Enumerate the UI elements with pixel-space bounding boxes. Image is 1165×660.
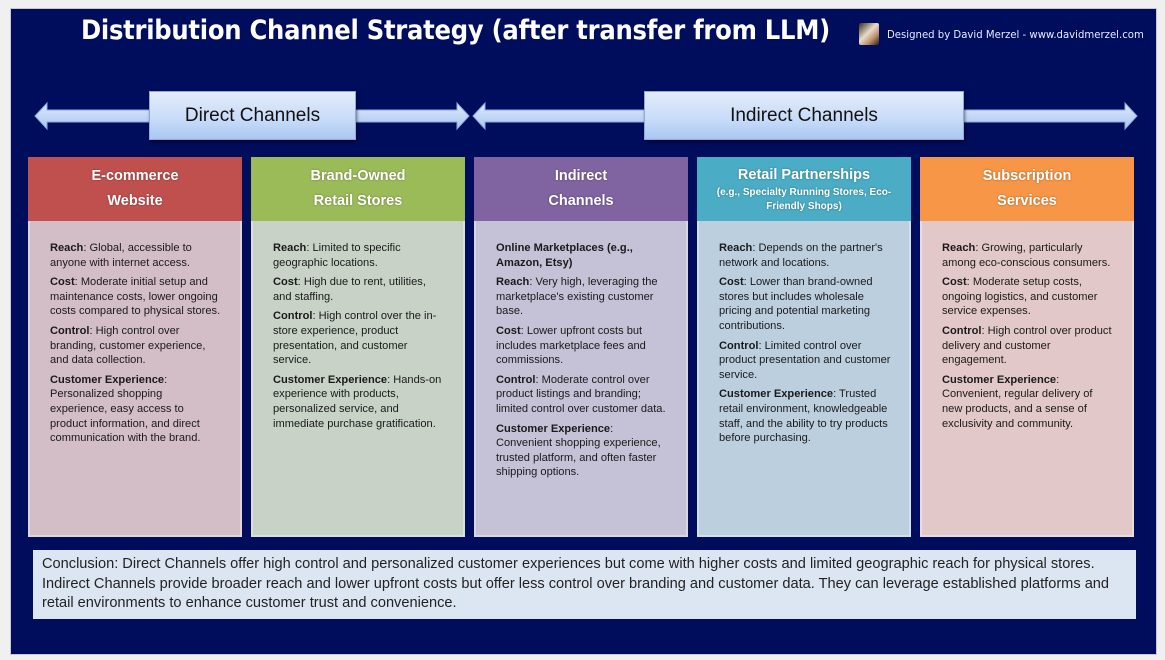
card-body: Reach: Growing, particularly among eco-c…	[920, 221, 1134, 537]
card-title-line2: Retail Stores	[313, 193, 403, 209]
control-item: Control: High control over the in-store …	[273, 309, 445, 367]
card-header: Indirect Channels	[474, 157, 688, 221]
reach-item: Reach: Global, accessible to anyone with…	[50, 241, 222, 270]
item-text: : Global, accessible to anyone with inte…	[50, 242, 192, 269]
item-label: Reach	[719, 242, 753, 254]
item-text: : Limited control over product presentat…	[719, 339, 891, 381]
item-text: : Convenient, regular delivery of new pr…	[942, 373, 1093, 430]
credit-text: Designed by David Merzel - www.davidmerz…	[887, 27, 1144, 41]
intro-text: Online Marketplaces (e.g., Amazon, Etsy)	[496, 242, 633, 269]
card-ecommerce-website: E-commerce Website Reach: Global, access…	[28, 157, 242, 537]
card-body: Reach: Depends on the partner's network …	[697, 221, 911, 537]
item-label: Control	[496, 373, 536, 386]
item-text: : Personalized shopping experience, easy…	[50, 373, 201, 445]
slide: Distribution Channel Strategy (after tra…	[10, 8, 1157, 655]
item-text: : Trusted retail environment, knowledgea…	[719, 388, 888, 445]
item-label: Control	[942, 324, 982, 337]
control-item: Control: Moderate control over product l…	[496, 373, 668, 417]
item-label: Control	[719, 339, 759, 352]
card-body: Reach: Global, accessible to anyone with…	[28, 221, 242, 537]
page-title: Distribution Channel Strategy (after tra…	[81, 15, 830, 46]
customer-experience-item: Customer Experience: Convenient shopping…	[496, 422, 668, 480]
item-label: Customer Experience	[273, 373, 388, 386]
card-header: Brand-Owned Retail Stores	[251, 157, 465, 221]
card-title-line1: Retail Partnerships	[737, 167, 871, 183]
direct-channels-label: Direct Channels	[149, 91, 356, 140]
item-label: Reach	[50, 242, 84, 254]
cost-item: Cost: Moderate initial setup and mainten…	[50, 275, 222, 319]
item-text: : High control over product delivery and…	[942, 324, 1112, 367]
reach-item: Reach: Depends on the partner's network …	[719, 241, 891, 270]
item-text: : High control over branding, customer e…	[50, 324, 206, 367]
item-text: : Limited to specific geographic locatio…	[273, 242, 401, 269]
item-text: : Moderate control over product listings…	[496, 373, 666, 415]
item-text: : Growing, particularly among eco-consci…	[942, 242, 1111, 269]
author-photo	[859, 23, 879, 45]
card-header: Subscription Services	[920, 157, 1134, 221]
credit: Designed by David Merzel - www.davidmerz…	[859, 23, 1165, 45]
control-item: Control: High control over product deliv…	[942, 324, 1114, 368]
card-title-line1: E-commerce	[91, 168, 179, 184]
card-header: E-commerce Website	[28, 157, 242, 221]
customer-experience-item: Customer Experience: Trusted retail envi…	[719, 387, 891, 445]
card-brand-owned-retail-stores: Brand-Owned Retail Stores Reach: Limited…	[251, 157, 465, 537]
item-label: Reach	[273, 242, 307, 254]
card-retail-partnerships: Retail Partnerships (e.g., Specialty Run…	[697, 157, 911, 537]
item-label: Customer Experience	[50, 373, 165, 386]
card-indirect-channels: Indirect Channels Online Marketplaces (e…	[474, 157, 688, 537]
item-label: Reach	[496, 276, 530, 289]
reach-item: Reach: Limited to specific geographic lo…	[273, 241, 445, 270]
item-text: : Moderate initial setup and maintenance…	[50, 276, 221, 318]
reach-item: Reach: Very high, leveraging the marketp…	[496, 275, 668, 319]
item-text: : Hands-on experience with products, per…	[273, 373, 442, 430]
item-text: : Moderate setup costs, ongoing logistic…	[942, 276, 1098, 318]
customer-experience-item: Customer Experience: Personalized shoppi…	[50, 373, 222, 446]
item-label: Customer Experience	[942, 373, 1057, 386]
card-subtitle: (e.g., Specialty Running Stores, Eco-Fri…	[716, 187, 892, 212]
item-label: Cost	[273, 276, 298, 289]
item-label: Cost	[942, 276, 967, 289]
item-text: : Lower upfront costs but includes marke…	[496, 324, 646, 367]
item-label: Control	[50, 324, 90, 337]
card-title-line1: Indirect	[554, 168, 608, 184]
item-label: Cost	[50, 276, 75, 289]
item-label: Customer Experience	[719, 388, 834, 401]
card-header: Retail Partnerships (e.g., Specialty Run…	[697, 157, 911, 221]
item-text: : Lower than brand-owned stores but incl…	[719, 276, 873, 332]
item-text: : Very high, leveraging the marketplace'…	[496, 276, 658, 318]
cost-item: Cost: High due to rent, utilities, and s…	[273, 275, 445, 304]
item-text: : High due to rent, utilities, and staff…	[273, 276, 426, 303]
card-subscription-services: Subscription Services Reach: Growing, pa…	[920, 157, 1134, 537]
conclusion-box: Conclusion: Direct Channels offer high c…	[33, 550, 1136, 619]
card-body: Reach: Limited to specific geographic lo…	[251, 221, 465, 537]
cost-item: Cost: Moderate setup costs, ongoing logi…	[942, 275, 1114, 319]
cost-item: Cost: Lower upfront costs but includes m…	[496, 324, 668, 368]
control-item: Control: Limited control over product pr…	[719, 339, 891, 383]
item-text: : Convenient shopping experience, truste…	[496, 422, 661, 479]
card-title-line2: Website	[107, 193, 163, 209]
card-title-line1: Subscription	[982, 168, 1072, 184]
card-title-line1: Brand-Owned	[310, 168, 406, 184]
customer-experience-item: Customer Experience: Convenient, regular…	[942, 373, 1114, 431]
card-title-line2: Services	[997, 193, 1057, 209]
item-label: Cost	[496, 324, 521, 337]
control-item: Control: High control over branding, cus…	[50, 324, 222, 368]
card-intro: Online Marketplaces (e.g., Amazon, Etsy)	[496, 241, 668, 270]
card-body: Online Marketplaces (e.g., Amazon, Etsy)…	[474, 221, 688, 537]
card-title-line2: Channels	[548, 193, 614, 209]
indirect-channels-label: Indirect Channels	[644, 91, 964, 140]
item-text: : High control over the in-store experie…	[273, 310, 437, 367]
item-label: Control	[273, 310, 313, 323]
item-label: Customer Experience	[496, 422, 611, 435]
item-label: Cost	[719, 276, 744, 289]
customer-experience-item: Customer Experience: Hands-on experience…	[273, 373, 445, 431]
cost-item: Cost: Lower than brand-owned stores but …	[719, 275, 891, 333]
reach-item: Reach: Growing, particularly among eco-c…	[942, 241, 1114, 270]
item-text: : Depends on the partner's network and l…	[719, 242, 883, 269]
item-label: Reach	[942, 242, 976, 254]
